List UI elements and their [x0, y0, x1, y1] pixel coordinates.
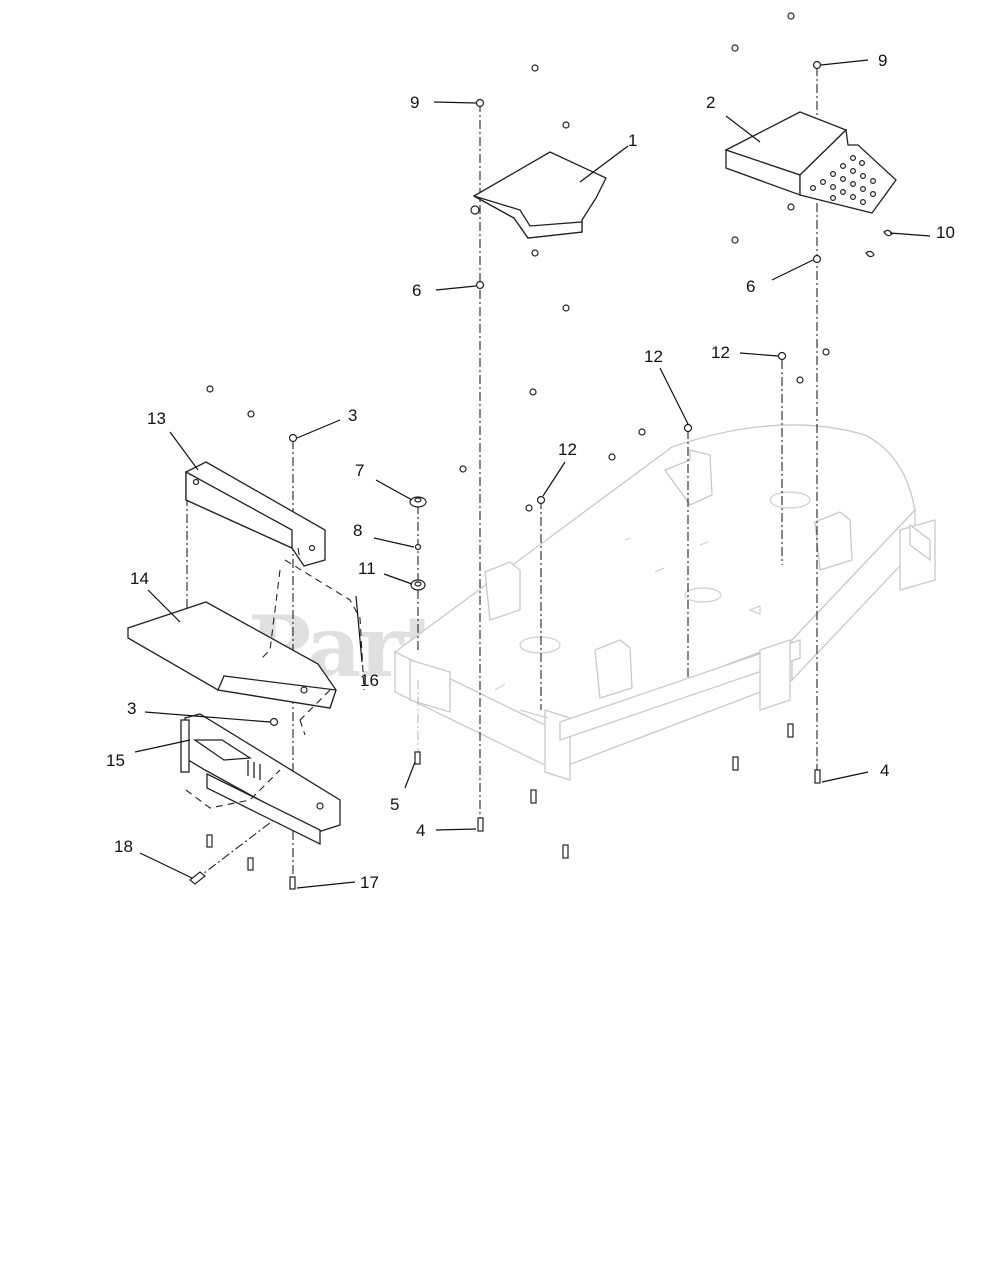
callout-9-right: 9: [878, 51, 887, 70]
callout-14: 14: [130, 569, 149, 588]
callout-2: 2: [706, 93, 715, 112]
callout-12-center: 12: [644, 347, 663, 366]
callout-5: 5: [390, 795, 399, 814]
callout-7: 7: [355, 461, 364, 480]
part-16-rod: [185, 547, 365, 809]
callout-3-lower: 3: [127, 699, 136, 718]
callout-10: 10: [936, 223, 955, 242]
callout-4-left: 4: [416, 821, 425, 840]
callout-16: 16: [360, 671, 379, 690]
callout-12-left: 12: [558, 440, 577, 459]
callout-3-upper: 3: [348, 406, 357, 425]
callout-labels: 1 2 9 9 10 6 6 12 12 12 13 3 3 7 8 11 14…: [106, 51, 955, 892]
hardware: [189, 12, 893, 890]
leader-lines: [134, 59, 931, 889]
mower-deck: [393, 424, 936, 781]
callout-15: 15: [106, 751, 125, 770]
callout-17: 17: [360, 873, 379, 892]
callout-8: 8: [353, 521, 362, 540]
callout-18: 18: [114, 837, 133, 856]
step-holes: [809, 155, 876, 206]
callout-1: 1: [628, 131, 637, 150]
callout-11: 11: [358, 559, 376, 578]
callout-12-right: 12: [711, 343, 730, 362]
callout-6-right: 6: [746, 277, 755, 296]
part-14-plate: [127, 601, 337, 709]
callout-6-left: 6: [412, 281, 421, 300]
callout-9-left: 9: [410, 93, 419, 112]
part-1-shield: [470, 151, 607, 239]
part-2-shield: [724, 111, 897, 214]
callout-4-right: 4: [880, 761, 889, 780]
part-15-bracket: [180, 713, 341, 846]
part-13-bracket: [185, 461, 326, 567]
callout-13: 13: [147, 409, 166, 428]
